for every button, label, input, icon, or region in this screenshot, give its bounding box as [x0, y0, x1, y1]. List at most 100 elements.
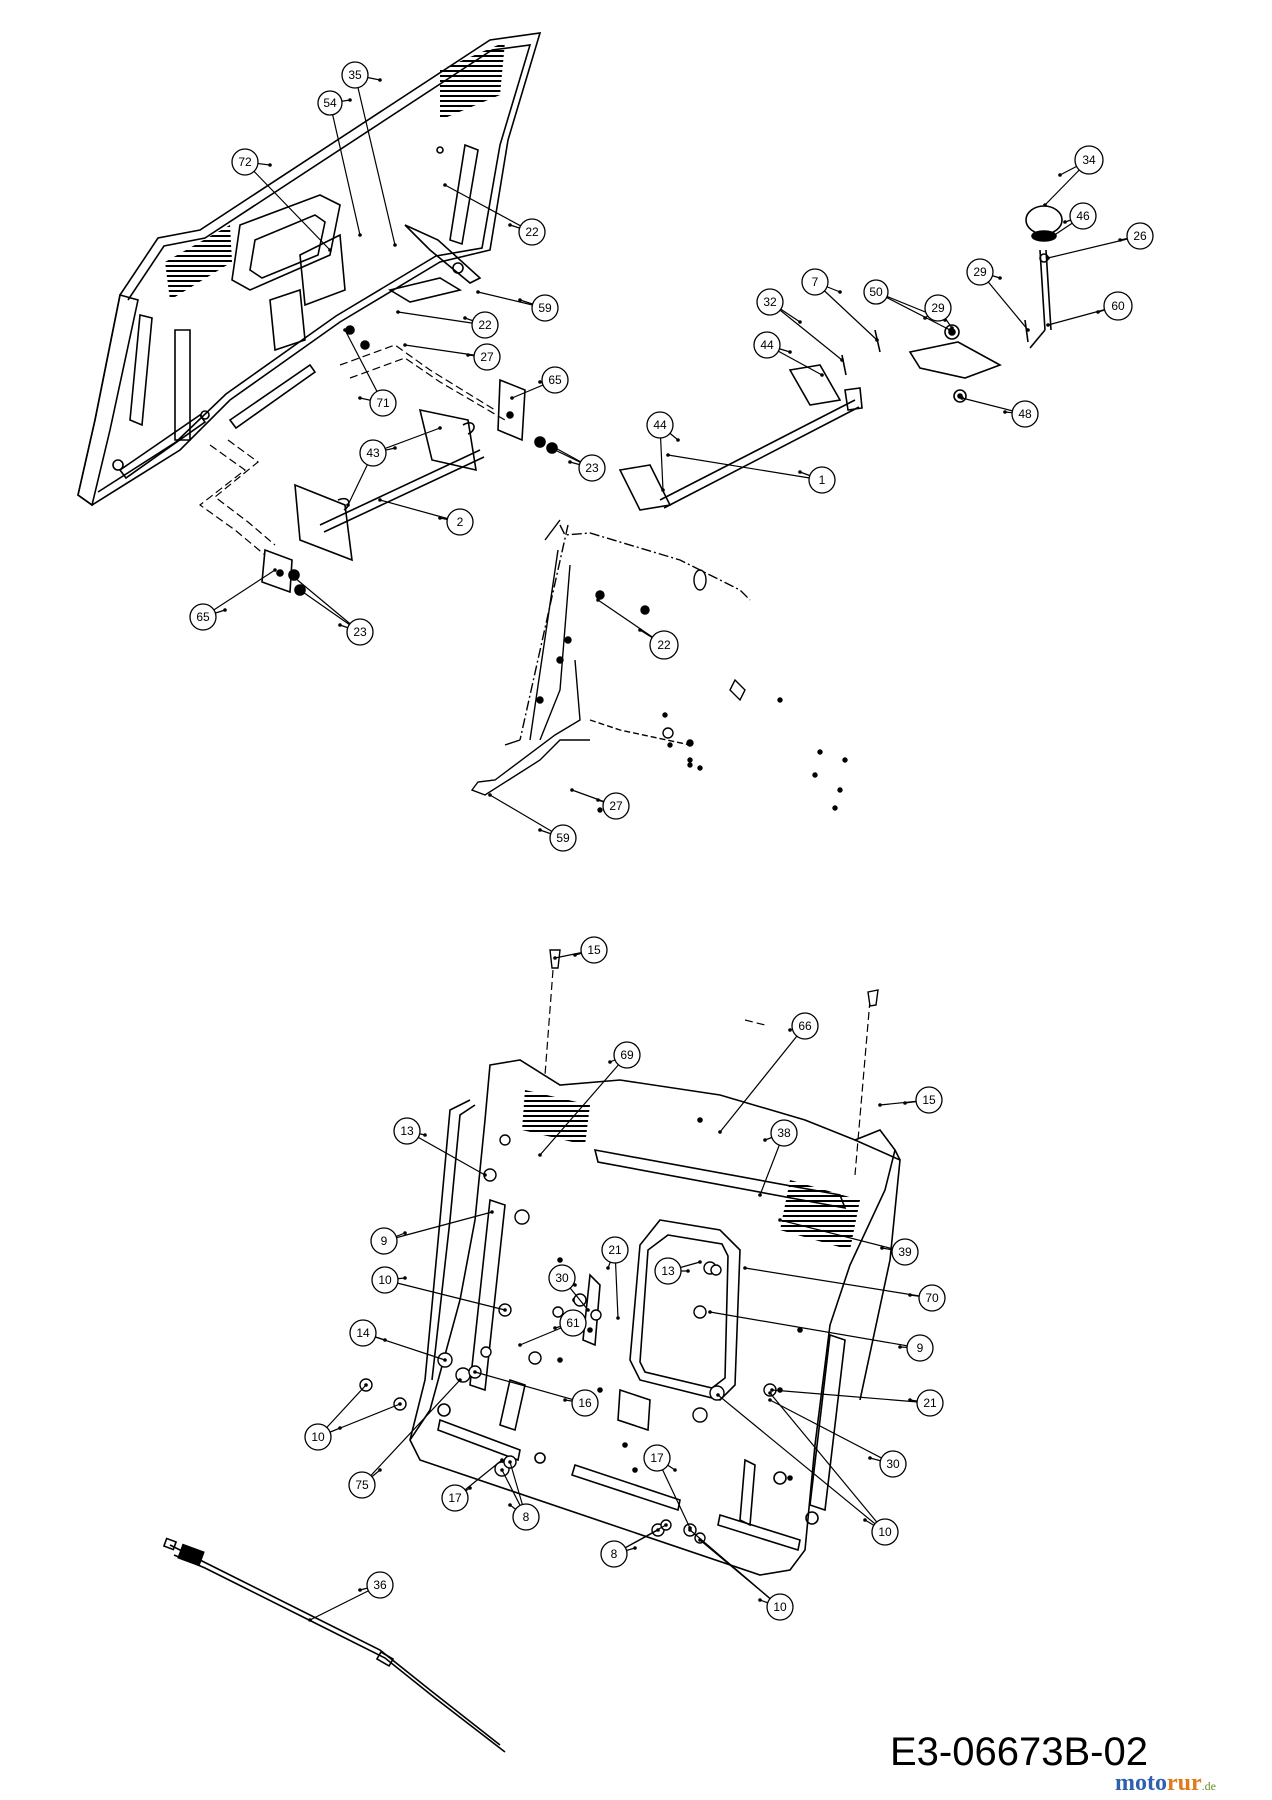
leader-arrow [553, 956, 557, 960]
callout-1: 1 [666, 453, 836, 494]
callout-bubble [879, 1450, 907, 1478]
leader-arrow [393, 446, 397, 450]
leader-arrow [488, 793, 492, 797]
leader-arrow [398, 1402, 402, 1406]
watermark-part2: rur [1166, 1770, 1202, 1796]
lower-dashed-guides [544, 969, 871, 1176]
callout-number: 59 [556, 831, 570, 845]
leader-arrow [788, 1028, 792, 1032]
callout-59: 59 [488, 793, 577, 852]
callout-36: 36 [308, 1571, 394, 1622]
callout-bubble [189, 603, 217, 631]
leader-arrow [1026, 328, 1030, 332]
leader-arrow [438, 426, 442, 430]
leader-arrow [778, 1218, 782, 1222]
callout-leader [329, 102, 361, 236]
callout-54: 54 [317, 90, 362, 237]
callout-number: 16 [578, 1396, 592, 1410]
leader-arrow [500, 1458, 504, 1462]
leader-arrow [403, 1231, 407, 1235]
callout-bubble [600, 1540, 628, 1568]
callout-number: 9 [381, 1234, 388, 1248]
leader-arrow [688, 1528, 692, 1532]
leader-arrow [758, 1193, 762, 1197]
leader-arrow [476, 290, 480, 294]
callout-10: 10 [688, 1528, 794, 1621]
callout-13: 13 [393, 1117, 487, 1177]
callout-number: 22 [478, 318, 492, 332]
wire-harness [162, 1537, 506, 1753]
leader-arrow [763, 1138, 767, 1142]
callout-leader [771, 1389, 931, 1404]
callout-bubble [924, 294, 952, 322]
leader-arrow [898, 1345, 902, 1349]
callout-14: 14 [349, 1319, 447, 1362]
callout-number: 50 [869, 285, 883, 299]
callout-bubble [1011, 400, 1039, 428]
callout-leader [444, 184, 533, 233]
callout-leader [361, 1379, 461, 1486]
callout-46: 46 [1048, 202, 1097, 240]
leader-arrow [538, 380, 542, 384]
leader-arrow [553, 1326, 557, 1330]
callout-number: 59 [538, 301, 552, 315]
leader-arrow [616, 1316, 620, 1320]
callout-bubble [471, 311, 499, 339]
callout-43: 43 [346, 426, 442, 507]
leader-arrow [338, 623, 342, 627]
callout-bubble [559, 1309, 587, 1337]
callout-number: 32 [763, 295, 777, 309]
leader-arrow [838, 290, 842, 294]
callout-34: 34 [1043, 145, 1104, 207]
leader-arrow [553, 448, 557, 452]
callout-leader [474, 1371, 586, 1404]
leader-arrow [820, 373, 824, 377]
leader-arrow [1003, 410, 1007, 414]
callout-leader [294, 577, 361, 633]
callout-bubble [602, 792, 630, 820]
callout-35: 35 [341, 61, 397, 247]
watermark-logo: motorur.de [1115, 1770, 1216, 1797]
callout-59: 59 [476, 290, 559, 322]
leader-arrow [518, 298, 522, 302]
callout-23: 23 [293, 576, 374, 646]
callout-66: 66 [718, 1012, 819, 1134]
leader-arrow [661, 488, 665, 492]
leader-arrow [596, 598, 600, 602]
leader-arrow [716, 1393, 720, 1397]
callout-number: 61 [566, 1316, 580, 1330]
callout-bubble [871, 1518, 899, 1546]
lower-hardware [359, 1134, 777, 1544]
leader-arrow [423, 1133, 427, 1137]
callout-leader [717, 1394, 886, 1533]
leader-arrow [346, 503, 350, 507]
callout-bubble [370, 1227, 398, 1255]
leader-arrow [998, 276, 1002, 280]
callout-bubble [756, 288, 784, 316]
leader-arrow [293, 576, 297, 580]
leader-arrow [608, 1060, 612, 1064]
callout-bubble [446, 508, 474, 536]
callout-number: 36 [373, 1578, 387, 1592]
leader-arrow [393, 243, 397, 247]
callout-21: 21 [770, 1388, 944, 1417]
callout-leader [814, 281, 878, 341]
callout-bubble [906, 1334, 934, 1362]
leader-arrow [758, 1598, 762, 1602]
callout-bubble [473, 343, 501, 371]
callout-27: 27 [403, 343, 501, 371]
lower-seat-pan [409, 1059, 901, 1576]
callout-48: 48 [960, 396, 1039, 428]
callout-bubble [1074, 145, 1104, 175]
callout-leader [406, 1130, 486, 1176]
callout-9: 9 [708, 1310, 934, 1362]
callout-number: 10 [878, 1525, 892, 1539]
callout-72: 72 [231, 148, 332, 252]
leader-arrow [950, 326, 954, 330]
callout-bubble [571, 1389, 599, 1417]
callout-number: 66 [798, 1019, 812, 1033]
upper-seat-pan [77, 32, 542, 507]
leader-arrow [443, 183, 447, 187]
leader-arrow [510, 396, 514, 400]
